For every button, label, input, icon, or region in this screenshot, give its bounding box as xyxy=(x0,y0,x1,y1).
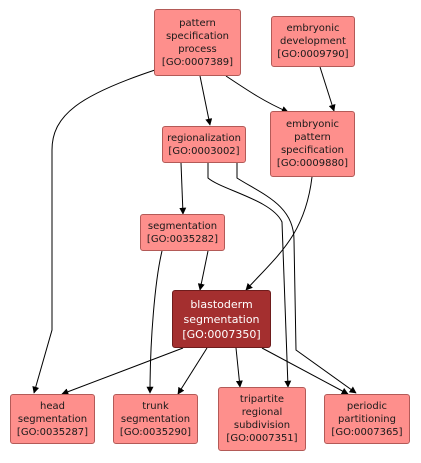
node-label-line: head xyxy=(40,400,65,412)
edge-blastoderm-to-tripartite xyxy=(235,347,243,388)
node-label-line: subdivision xyxy=(233,420,291,431)
node-trunk-segmentation[interactable]: trunk segmentation [GO:0035290] xyxy=(113,394,198,444)
node-blastoderm-segmentation[interactable]: blastoderm segmentation [GO:0007350] xyxy=(172,290,271,348)
node-head-segmentation[interactable]: head segmentation [GO:0035287] xyxy=(10,394,95,444)
node-go-id: [GO:0009880] xyxy=(276,158,349,169)
edge-segmentation-to-blastoderm xyxy=(197,250,209,291)
node-embryonic-development[interactable]: embryonic development [GO:0009790] xyxy=(271,16,355,67)
node-go-id: [GO:0003002] xyxy=(168,145,240,157)
node-pattern-specification-process[interactable]: pattern specification process [GO:000738… xyxy=(154,9,241,76)
edge-regionalization-to-tripartite xyxy=(207,163,292,388)
node-label-line: embryonic xyxy=(286,23,340,34)
node-tripartite-regional-subdivision[interactable]: tripartite regional subdivision [GO:0007… xyxy=(218,387,306,451)
node-label-line: process xyxy=(178,43,217,55)
node-label-line: blastoderm xyxy=(190,297,253,311)
edge-pattern-to-regionalization xyxy=(199,75,213,126)
node-label-line: embryonic xyxy=(285,119,339,130)
node-go-id: [GO:0007389] xyxy=(161,56,234,68)
node-embryonic-pattern-specification[interactable]: embryonic pattern specification [GO:0009… xyxy=(270,111,355,177)
node-label-line: specification xyxy=(280,145,345,156)
node-label-line: pattern xyxy=(179,17,216,29)
node-regionalization[interactable]: regionalization [GO:0003002] xyxy=(162,126,246,163)
node-label-line: periodic xyxy=(346,400,388,412)
edge-pattern-to-embryonic-pattern xyxy=(225,75,289,113)
node-label-line: regionalization xyxy=(167,132,241,144)
node-label-line: segmentation xyxy=(183,312,260,326)
node-go-id: [GO:0035282] xyxy=(146,233,219,245)
node-go-id: [GO:0007365] xyxy=(331,426,403,438)
edge-pattern-to-head-seg xyxy=(32,69,156,394)
edge-blastoderm-to-trunk-seg xyxy=(177,347,208,395)
edge-embryonic-dev-to-embryonic-pattern xyxy=(319,66,336,112)
node-label-line: segmentation xyxy=(147,220,218,232)
node-segmentation[interactable]: segmentation [GO:0035282] xyxy=(140,214,225,251)
node-label-line: pattern xyxy=(294,132,331,143)
node-label-line: segmentation xyxy=(17,413,88,425)
node-label-line: tripartite xyxy=(239,394,285,405)
edge-blastoderm-to-periodic xyxy=(261,347,349,395)
edge-embryonic-pattern-to-blastoderm xyxy=(245,176,313,291)
node-go-id: [GO:0007351] xyxy=(226,433,298,444)
node-label-line: regional xyxy=(241,407,283,418)
node-label-line: specification xyxy=(165,30,230,42)
node-go-id: [GO:0009790] xyxy=(277,49,349,60)
node-label-line: partitioning xyxy=(338,413,396,425)
node-label-line: trunk xyxy=(142,400,169,412)
node-label-line: development xyxy=(280,36,346,47)
node-go-id: [GO:0007350] xyxy=(182,327,261,341)
node-go-id: [GO:0035287] xyxy=(16,426,89,438)
node-label-line: segmentation xyxy=(120,413,191,425)
edge-blastoderm-to-head-seg xyxy=(61,347,184,396)
node-periodic-partitioning[interactable]: periodic partitioning [GO:0007365] xyxy=(324,394,410,444)
node-go-id: [GO:0035290] xyxy=(119,426,192,438)
edge-regionalization-to-segmentation xyxy=(179,162,187,215)
edge-regionalization-to-periodic xyxy=(236,163,357,394)
edge-segmentation-to-trunk-seg xyxy=(146,250,163,394)
